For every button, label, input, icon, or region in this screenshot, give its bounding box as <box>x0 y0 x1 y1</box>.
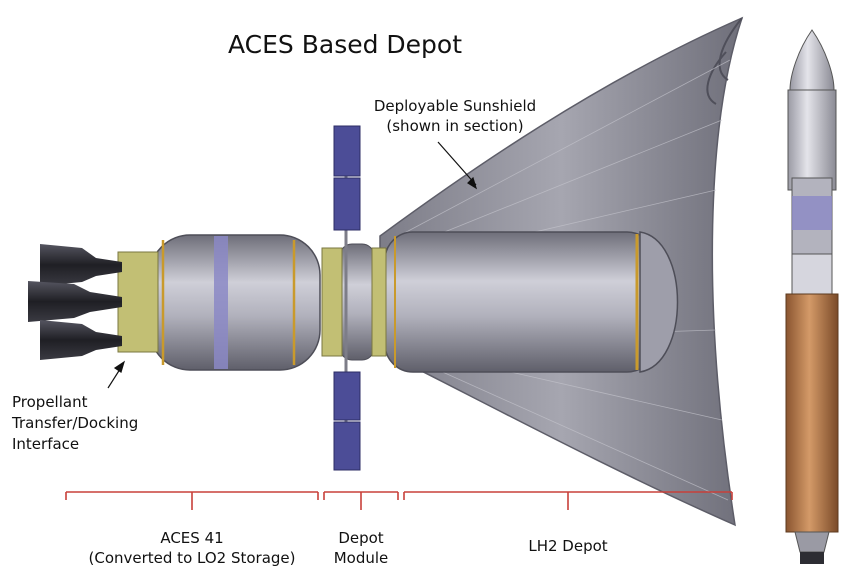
section-label-aces41: ACES 41 (Converted to LO2 Storage) <box>88 529 296 567</box>
callout-arrows <box>107 141 478 389</box>
diagram-title: ACES Based Depot <box>228 30 463 59</box>
sunshield-callout: Deployable Sunshield (shown in section) <box>373 97 537 135</box>
section-brackets <box>65 491 733 510</box>
solar-array-top <box>333 125 361 231</box>
launch-vehicle <box>785 29 839 564</box>
solar-array-bottom <box>333 371 361 471</box>
engine-cluster <box>28 244 122 360</box>
interface-callout: Propellant Transfer/Docking Interface <box>12 393 139 453</box>
section-label-lh2: LH2 Depot <box>528 537 608 555</box>
lh2-depot-tank <box>384 231 679 373</box>
section-label-depot-module: Depot Module <box>333 529 389 567</box>
aces41-tank <box>117 234 321 371</box>
